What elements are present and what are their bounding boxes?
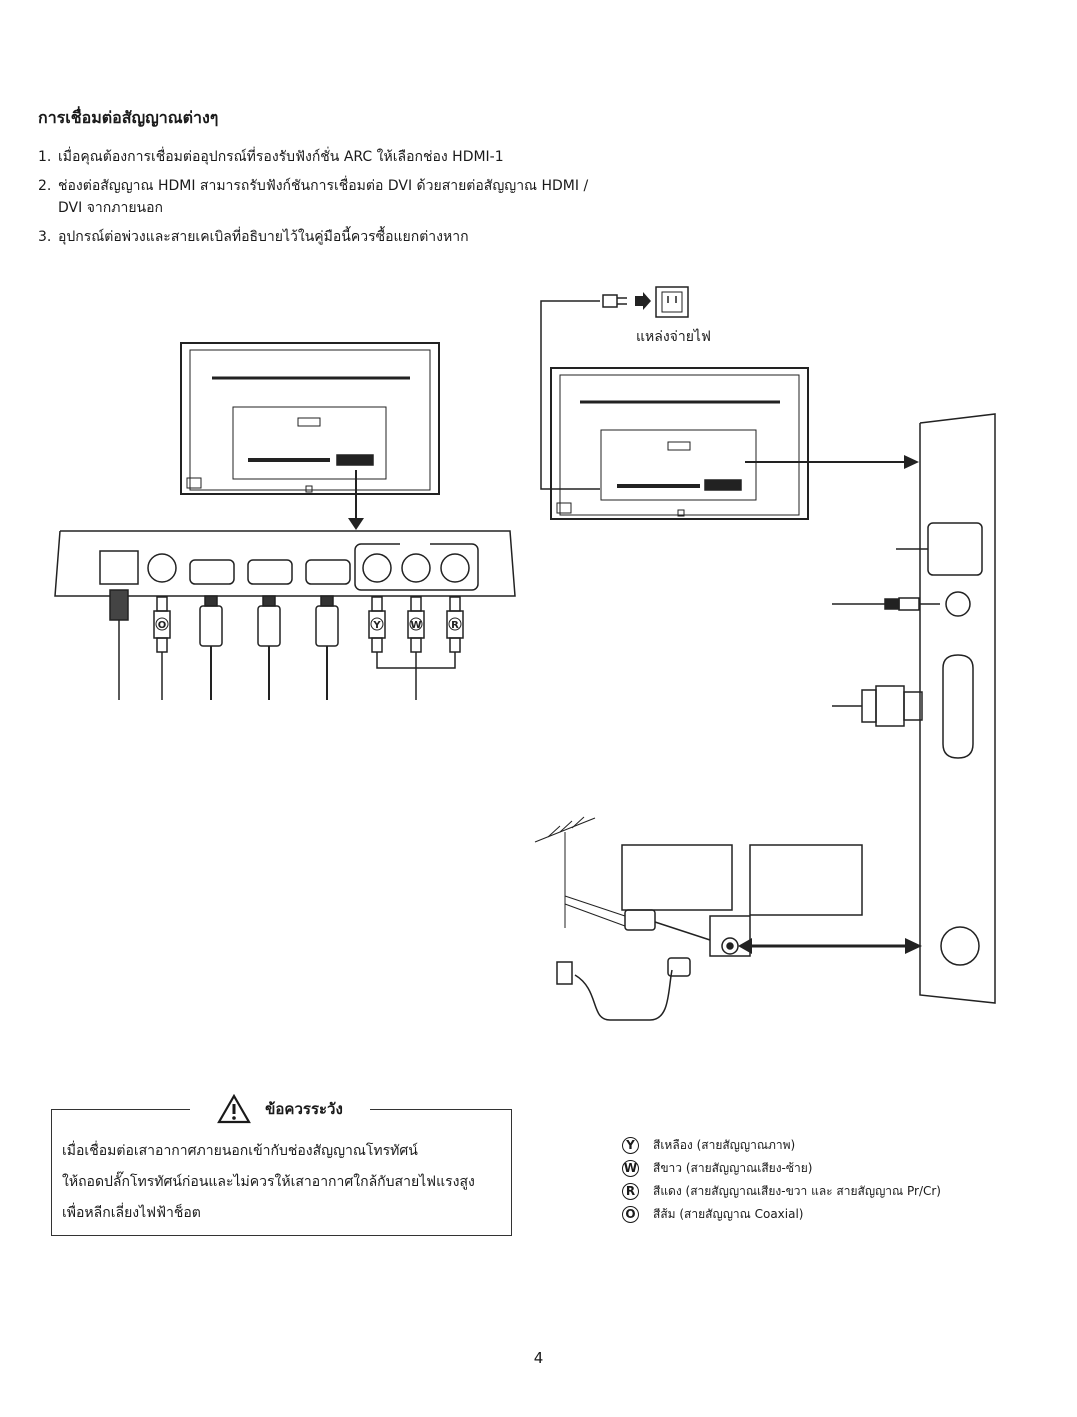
caution-title: ข้อควรระวัง <box>265 1100 343 1118</box>
letter-r: R <box>451 620 459 631</box>
caution-line: เพื่อหลีกเลี่ยงไฟฟ้าช็อต <box>62 1205 201 1221</box>
legend-item: Y สีเหลือง (สายสัญญาณภาพ) <box>622 1134 941 1157</box>
section-heading: การเชื่อมต่อสัญญาณต่างๆ <box>38 108 219 127</box>
instruction-number: 1. <box>38 149 52 165</box>
legend-letter: Y <box>622 1137 639 1154</box>
cables-left <box>109 589 464 700</box>
legend-item: W สีขาว (สายสัญญาณเสียง-ซ้าย) <box>622 1157 941 1180</box>
instruction-number: 3. <box>38 229 52 245</box>
legend-letter: W <box>622 1160 639 1177</box>
instruction-list: 1. เมื่อคุณต้องการเชื่อมต่ออุปกรณ์ที่รอง… <box>38 146 598 255</box>
letter-y: Y <box>372 620 381 631</box>
antenna-connection <box>534 816 922 1021</box>
instruction-item: 1. เมื่อคุณต้องการเชื่อมต่ออุปกรณ์ที่รอง… <box>38 146 598 168</box>
power-cord <box>540 286 689 490</box>
power-source-label: แหล่งจ่ายไฟ <box>636 329 711 345</box>
legend-text: สีขาว (สายสัญญาณเสียง-ซ้าย) <box>653 1161 813 1175</box>
instruction-number: 2. <box>38 178 52 194</box>
color-legend: Y สีเหลือง (สายสัญญาณภาพ) W สีขาว (สายสั… <box>622 1134 941 1226</box>
page-number: 4 <box>533 1349 544 1367</box>
caution-header: ข้อควรระวัง <box>190 1092 370 1126</box>
letter-w: W <box>410 620 421 631</box>
tv-back-left <box>180 342 440 495</box>
legend-item: O สีส้ม (สายสัญญาณ Coaxial) <box>622 1203 941 1226</box>
letter-o: O <box>158 620 167 631</box>
instruction-text: อุปกรณ์ต่อพ่วงและสายเคเบิลที่อธิบายไว้ใน… <box>58 229 469 245</box>
connector-letter-badges: O Y W R <box>155 617 462 631</box>
caution-line: เมื่อเชื่อมต่อเสาอากาศภายนอกเข้ากับช่องส… <box>62 1143 418 1159</box>
tv-back-right <box>550 367 809 520</box>
legend-item: R สีแดง (สายสัญญาณเสียง-ขวา และ สายสัญญา… <box>622 1180 941 1203</box>
legend-text: สีแดง (สายสัญญาณเสียง-ขวา และ สายสัญญาณ … <box>653 1184 941 1198</box>
warning-icon <box>217 1094 252 1124</box>
instruction-item: 2. ช่องต่อสัญญาณ HDMI สามารถรับฟังก์ชันก… <box>38 175 598 219</box>
legend-letter: R <box>622 1183 639 1200</box>
caution-text: เมื่อเชื่อมต่อเสาอากาศภายนอกเข้ากับช่องส… <box>62 1136 507 1229</box>
legend-letter: O <box>622 1206 639 1223</box>
instruction-item: 3. อุปกรณ์ต่อพ่วงและสายเคเบิลที่อธิบายไว… <box>38 226 598 248</box>
side-arrow-head <box>904 455 919 469</box>
caution-line: ให้ถอดปลั๊กโทรทัศน์ก่อนและไม่ควรให้เสาอา… <box>62 1174 475 1190</box>
instruction-text: ช่องต่อสัญญาณ HDMI สามารถรับฟังก์ชันการเ… <box>58 178 589 216</box>
connector-panel <box>54 530 516 597</box>
legend-text: สีเหลือง (สายสัญญาณภาพ) <box>653 1138 796 1152</box>
side-connector-panel <box>832 413 996 1004</box>
instruction-text: เมื่อคุณต้องการเชื่อมต่ออุปกรณ์ที่รองรับ… <box>58 149 504 165</box>
arrow-head <box>348 518 364 530</box>
legend-text: สีส้ม (สายสัญญาณ Coaxial) <box>653 1207 804 1221</box>
